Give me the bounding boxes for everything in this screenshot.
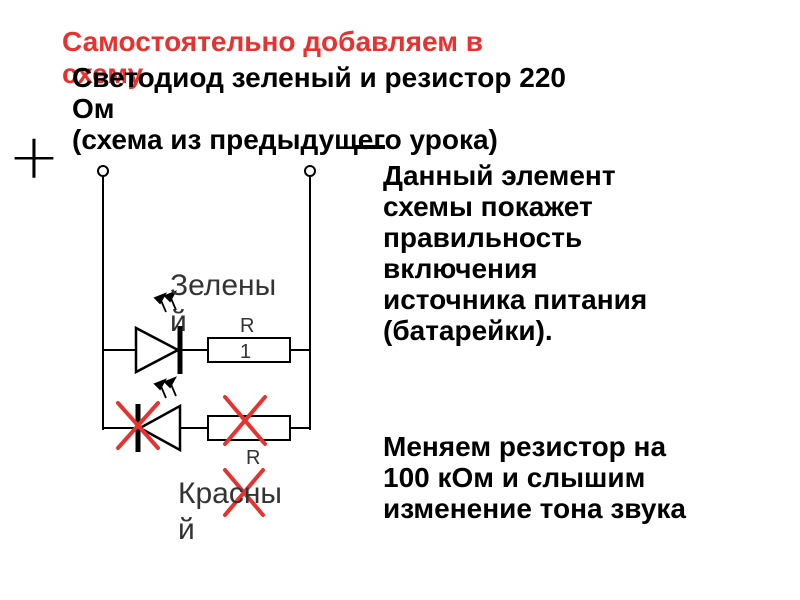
- red-title-line-1: Самостоятельно добавляем в: [62, 26, 483, 57]
- red-led-label: Красны й: [178, 476, 282, 548]
- description-line-5: источника питания: [383, 284, 648, 315]
- cross-red-label: [223, 468, 265, 517]
- instruction-line-1: Меняем резистор на: [383, 431, 667, 462]
- description-line-3: правильность: [383, 222, 583, 253]
- terminal-left: [97, 165, 109, 177]
- red-title: Самостоятельно добавляем в схему: [62, 26, 483, 90]
- heading-line-1: Светодиод зеленый и резистор 220: [72, 62, 566, 93]
- instruction-line-2: 100 кОм и слышим: [383, 462, 646, 493]
- resistor-r1: [207, 337, 291, 363]
- description-line-2: схемы покажет: [383, 191, 593, 222]
- heading-line-3: (схема из предыдущего урока): [72, 124, 498, 155]
- heading-line-2: Ом: [72, 93, 115, 124]
- cross-resistor-r2: [223, 395, 267, 446]
- description-line-1: Данный элемент: [383, 160, 616, 191]
- terminal-right: [304, 165, 316, 177]
- green-led-triangle: [134, 325, 181, 375]
- description-text: Данный элемент схемы покажет правильност…: [383, 160, 647, 346]
- red-title-line-2: схему: [62, 58, 144, 89]
- red-led-label-line-2: й: [178, 513, 195, 546]
- green-led-label-line-1: Зелены: [170, 269, 277, 302]
- slide-heading: Светодиод зеленый и резистор 220 Ом (схе…: [72, 62, 566, 155]
- green-led-label-line-2: й: [170, 305, 187, 338]
- instruction-line-3: изменение тона звука: [383, 493, 686, 524]
- green-led-label: Зелены й: [170, 268, 276, 340]
- r2-label: R: [246, 447, 261, 469]
- red-led-triangle: [137, 403, 182, 453]
- red-led-light-arrows: [153, 376, 178, 399]
- r1-label-line-2: 1: [240, 341, 252, 363]
- description-line-4: включения: [383, 253, 538, 284]
- green-led-light-arrows: [153, 290, 178, 313]
- r1-label: R 1: [240, 313, 254, 365]
- minus-symbol: −: [350, 118, 390, 174]
- red-led-label-line-1: Красны: [178, 477, 282, 510]
- instruction-text: Меняем резистор на 100 кОм и слышим изме…: [383, 431, 686, 524]
- cross-red-led: [116, 401, 160, 450]
- description-line-6: (батарейки).: [383, 315, 553, 346]
- plus-symbol: +: [8, 120, 60, 193]
- r1-label-line-1: R: [240, 315, 255, 337]
